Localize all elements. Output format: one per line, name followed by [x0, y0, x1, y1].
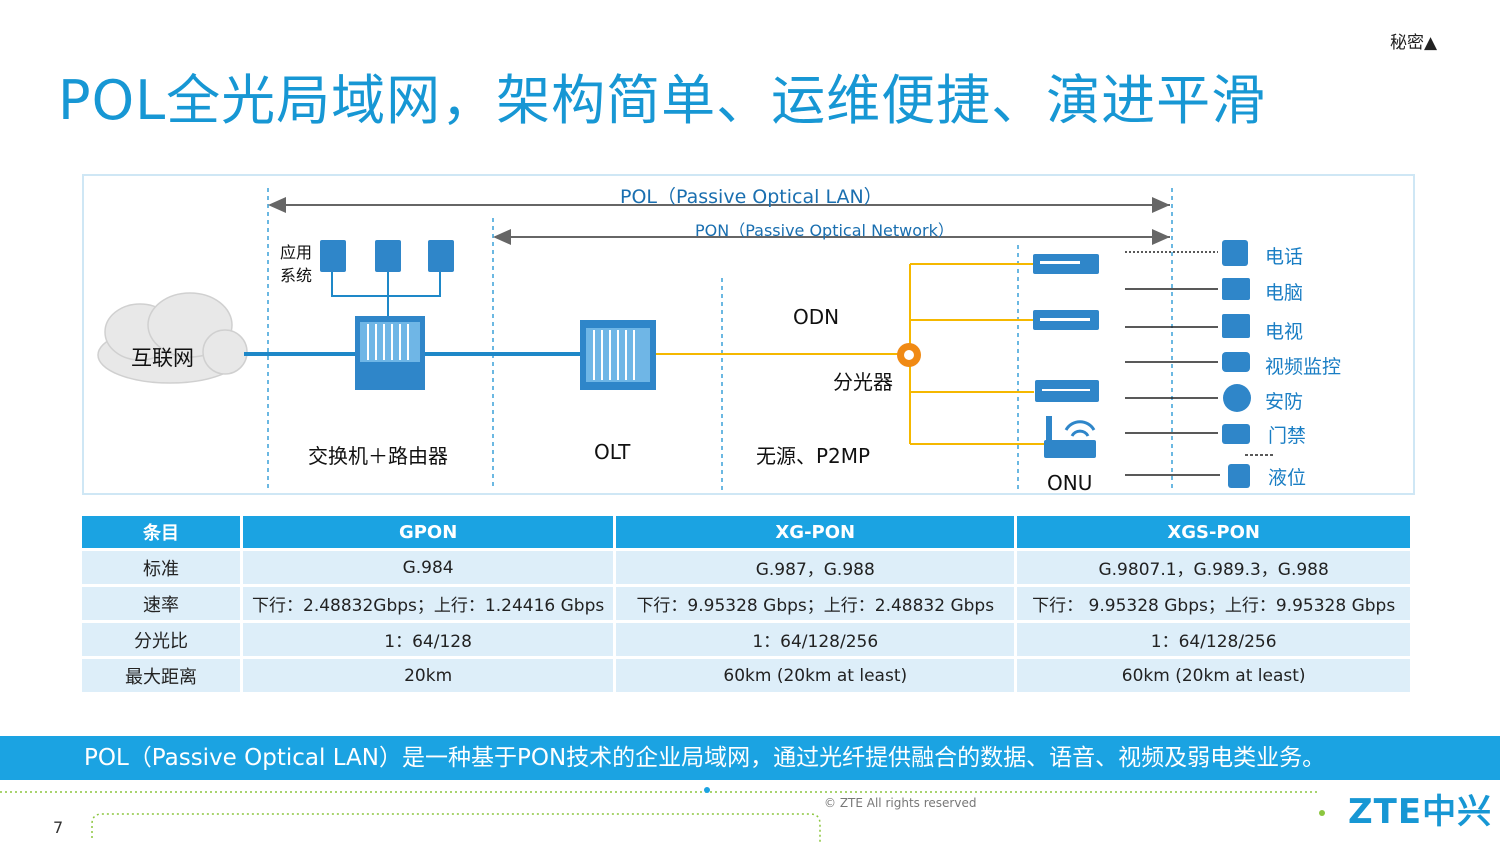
header-item: 条目 — [82, 516, 241, 548]
table-cell: G.984 — [243, 551, 614, 584]
switch-router-icon — [355, 316, 425, 390]
terminal-access-label: 门禁 — [1268, 425, 1307, 447]
olt-label: OLT — [594, 440, 631, 464]
copyright-text: © ZTE All rights reserved — [824, 796, 977, 810]
table-row: 标准 G.984 G.987，G.988 G.9807.1，G.989.3，G.… — [82, 551, 1410, 584]
table-cell: G.987，G.988 — [616, 551, 1015, 584]
terminal-tv-label: 电视 — [1265, 321, 1304, 343]
table-row: 速率 下行：2.48832Gbps；上行：1.24416 Gbps 下行：9.9… — [82, 587, 1410, 620]
table-cell: 下行：9.95328 Gbps；上行：2.48832 Gbps — [616, 587, 1015, 620]
terminal-security-label: 安防 — [1265, 391, 1304, 413]
row-label: 标准 — [82, 551, 241, 584]
table-header-row: 条目 GPON XG-PON XGS-PON — [82, 516, 1410, 548]
table-cell: 60km (20km at least) — [1017, 659, 1410, 692]
internet-label: 互联网 — [131, 346, 194, 370]
table-cell: 20km — [243, 659, 614, 692]
phone-icon — [1222, 240, 1248, 266]
fiber-links — [656, 263, 1046, 445]
summary-banner: POL（Passive Optical LAN）是一种基于PON技术的企业局域网… — [0, 736, 1500, 780]
terminal-phone-label: 电话 — [1265, 246, 1304, 268]
pol-label: POL（Passive Optical LAN） — [620, 186, 883, 208]
switch-router-label: 交换机＋路由器 — [308, 444, 448, 468]
server-icon — [320, 240, 454, 272]
pon-spec-table: 条目 GPON XG-PON XGS-PON 标准 G.984 G.987，G.… — [79, 513, 1413, 695]
app-system-label-2: 系统 — [280, 266, 313, 285]
classification-label: 秘密▲ — [1390, 33, 1438, 53]
passive-p2mp-label: 无源、P2MP — [756, 444, 871, 468]
table-cell: G.9807.1，G.989.3，G.988 — [1017, 551, 1410, 584]
table-cell: 下行： 9.95328 Gbps；上行：9.95328 Gbps — [1017, 587, 1410, 620]
terminal-icons — [1222, 240, 1251, 488]
table-row: 最大距离 20km 60km (20km at least) 60km (20k… — [82, 659, 1410, 692]
splitter-label: 分光器 — [833, 370, 893, 394]
table-cell: 1：64/128/256 — [616, 623, 1015, 656]
security-icon — [1223, 384, 1251, 412]
camera-icon — [1222, 352, 1250, 372]
header-xgpon: XG-PON — [616, 516, 1015, 548]
odn-label: ODN — [793, 305, 840, 329]
footer-decoration — [0, 787, 1325, 844]
zte-logo: ZTE中兴 — [1348, 792, 1493, 832]
row-label: 速率 — [82, 587, 241, 620]
terminal-computer-label: 电脑 — [1265, 282, 1304, 304]
pon-label: PON（Passive Optical Network） — [695, 221, 954, 240]
terminal-level-label: 液位 — [1268, 467, 1307, 489]
computer-icon — [1222, 278, 1250, 300]
pol-architecture-diagram — [82, 174, 1415, 495]
onu-label: ONU — [1047, 471, 1093, 495]
tv-icon — [1222, 314, 1250, 338]
table-cell: 下行：2.48832Gbps；上行：1.24416 Gbps — [243, 587, 614, 620]
terminal-camera-label: 视频监控 — [1265, 356, 1342, 378]
page-number: 7 — [53, 818, 64, 837]
table-cell: 1：64/128/256 — [1017, 623, 1410, 656]
row-label: 分光比 — [82, 623, 241, 656]
wifi-icon — [1064, 420, 1096, 437]
row-label: 最大距离 — [82, 659, 241, 692]
table-row: 分光比 1：64/128 1：64/128/256 1：64/128/256 — [82, 623, 1410, 656]
table-cell: 60km (20km at least) — [616, 659, 1015, 692]
diagram-graphics — [97, 188, 1275, 490]
table-cell: 1：64/128 — [243, 623, 614, 656]
app-system-label-1: 应用 — [280, 243, 313, 262]
header-gpon: GPON — [243, 516, 614, 548]
level-sensor-icon — [1228, 464, 1250, 488]
page-title: POL全光局域网，架构简单、运维便捷、演进平滑 — [58, 69, 1267, 132]
olt-icon — [580, 320, 656, 390]
access-control-icon — [1222, 424, 1250, 444]
header-xgspon: XGS-PON — [1017, 516, 1410, 548]
